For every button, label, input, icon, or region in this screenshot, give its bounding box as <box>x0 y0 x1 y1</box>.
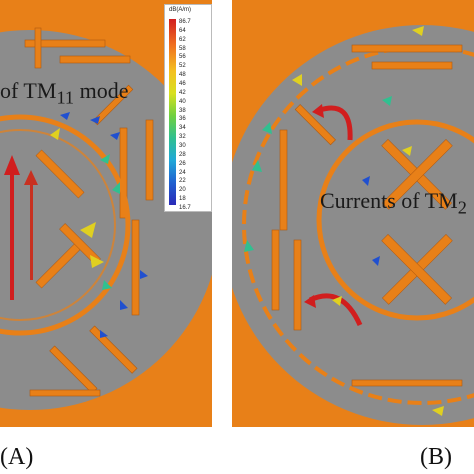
legend-tick-label: 58 <box>179 45 186 52</box>
legend-tick-label: 18 <box>179 196 186 203</box>
legend-tick-label: 38 <box>179 107 186 114</box>
current-arrow <box>140 270 148 279</box>
current-arrow <box>90 116 100 124</box>
panel-b-field-plot <box>232 0 474 427</box>
current-arrow <box>362 176 370 186</box>
legend-tick-label: 16.7 <box>179 205 191 211</box>
current-arrow <box>60 112 70 120</box>
legend-tick-label: 48 <box>179 72 186 79</box>
strip <box>131 219 140 316</box>
strip <box>92 84 134 126</box>
legend-tick-label: 26 <box>179 160 186 167</box>
inner-ring <box>316 119 474 321</box>
current-arrow <box>102 280 112 290</box>
cross-arm <box>35 149 85 199</box>
current-arrow <box>332 296 342 306</box>
current-arrow <box>244 240 254 252</box>
strip <box>29 389 101 397</box>
current-arrow <box>304 295 316 308</box>
panel-b-geometry <box>232 25 474 425</box>
strip <box>351 44 463 53</box>
mode-label-a: of TM11 mode <box>0 78 129 108</box>
current-arrow <box>262 122 272 134</box>
substrate-disc <box>232 25 474 425</box>
legend-tick-label: 64 <box>179 27 186 34</box>
legend-tick-label: 22 <box>179 178 186 185</box>
cross-arm <box>381 233 453 305</box>
current-arrow <box>402 146 412 156</box>
current-arrows <box>244 26 444 416</box>
current-arc <box>319 105 353 141</box>
current-arrow <box>432 406 444 416</box>
current-arrow <box>110 132 120 140</box>
strip <box>271 229 280 311</box>
inner-ring-outline <box>0 129 116 321</box>
current-arrows <box>4 112 148 338</box>
legend-tick-label: 32 <box>179 134 186 141</box>
panel-letter-b: (B) <box>420 444 452 470</box>
cross-arm <box>381 138 453 210</box>
strip <box>119 127 128 219</box>
panel-a-field-plot: dB(A/m) 86.7 64 62 58 56 52 48 46 42 40 38 36 34 32 30… <box>0 0 212 427</box>
legend-tick-label: 86.7 <box>179 19 191 25</box>
current-arrow <box>252 160 262 172</box>
current-arrow <box>372 256 380 266</box>
strip <box>371 61 453 70</box>
legend-ticks: 86.7 64 62 58 56 52 48 46 42 40 38 36 34 32 30 28 26 24 22… <box>179 16 209 211</box>
inner-ring <box>0 114 131 336</box>
strip <box>34 27 42 69</box>
legend-unit: dB(A/m) <box>169 7 192 13</box>
current-arrow <box>80 222 96 238</box>
panel-letter-a: (A) <box>0 444 34 470</box>
legend-tick-label: 34 <box>179 125 186 132</box>
current-arrow <box>90 255 104 268</box>
strip <box>351 379 463 387</box>
strip <box>89 325 138 374</box>
legend-tick-label: 36 <box>179 116 186 123</box>
current-arrow <box>24 170 38 280</box>
mode-label-b: Currents of TM2 <box>320 188 467 218</box>
legend-tick-label: 52 <box>179 63 186 70</box>
current-arrow <box>50 128 60 140</box>
legend-tick-label: 20 <box>179 187 186 194</box>
legend-tick-label: 62 <box>179 36 186 43</box>
current-arrow <box>4 155 20 300</box>
current-arrow <box>100 330 108 338</box>
panel-a-geometry <box>0 27 212 410</box>
color-legend: dB(A/m) 86.7 64 62 58 56 52 48 46 42 40 38 36 34 32 30… <box>164 4 212 212</box>
strip <box>59 55 131 64</box>
current-arrow <box>112 182 120 194</box>
strip <box>24 39 106 48</box>
legend-tick-label: 46 <box>179 81 186 87</box>
current-arrow <box>312 104 324 118</box>
strip <box>279 129 288 231</box>
current-arrow <box>100 154 110 164</box>
legend-tick-label: 40 <box>179 98 186 105</box>
strip <box>145 119 154 201</box>
legend-tick-label: 24 <box>179 169 186 176</box>
legend-tick-label: 42 <box>179 89 186 96</box>
legend-tick-label: 56 <box>179 54 186 61</box>
legend-tick-label: 30 <box>179 143 186 149</box>
legend-color-bar <box>169 19 176 205</box>
current-arrow <box>292 74 302 86</box>
current-arrow <box>412 26 424 36</box>
strip <box>293 239 302 331</box>
current-arrow <box>382 96 392 106</box>
strip <box>294 104 336 146</box>
legend-tick-label: 28 <box>179 151 186 158</box>
current-arrow <box>120 300 128 310</box>
